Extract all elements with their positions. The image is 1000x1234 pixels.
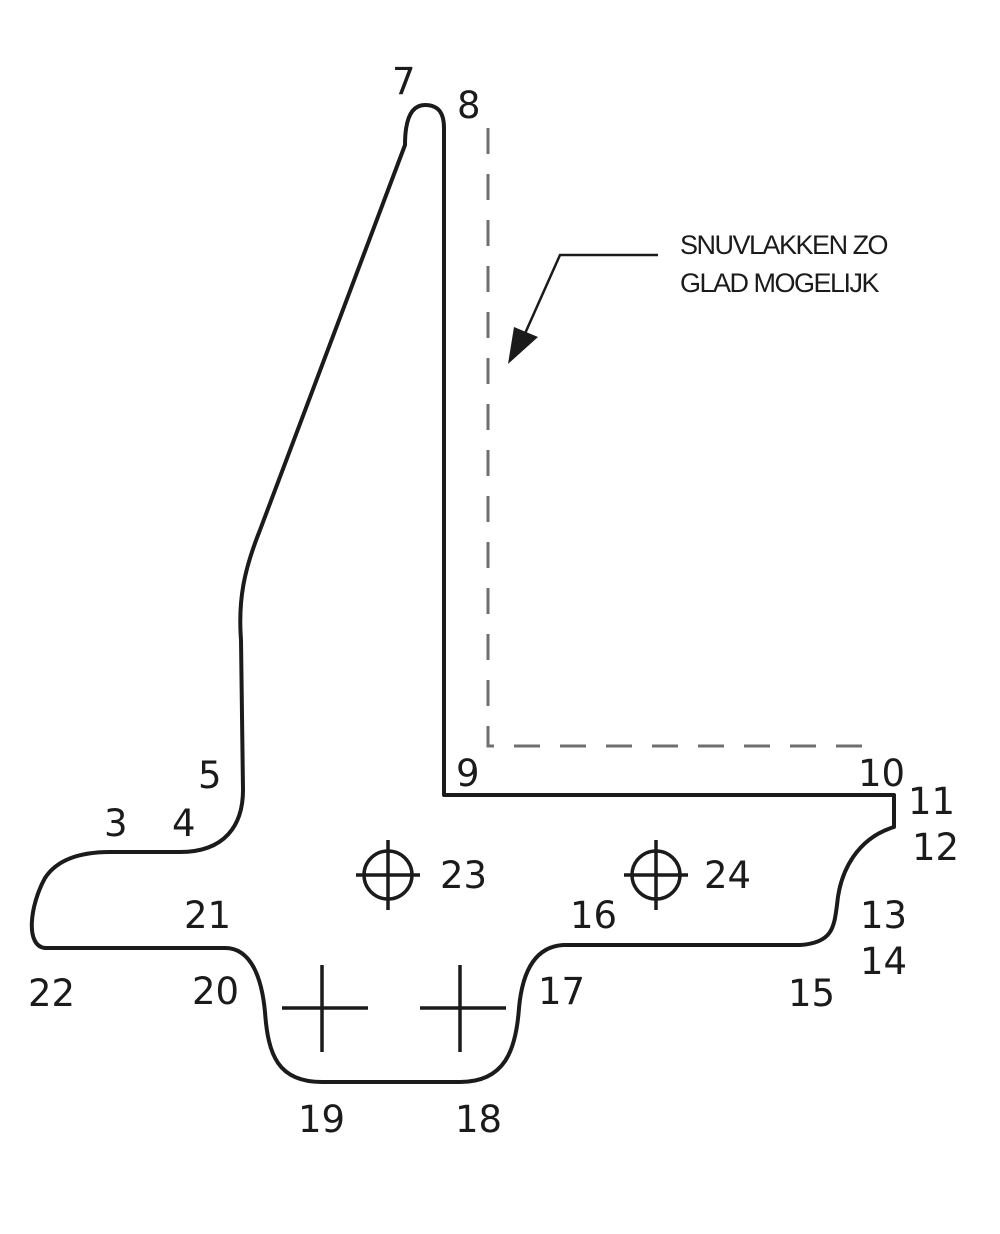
plus-marker-left [282,965,368,1052]
point-label-20: 20 [192,970,239,1013]
point-label-23: 23 [440,854,487,897]
point-label-12: 12 [912,826,959,869]
crosshair-target-23 [356,840,420,910]
point-label-22: 22 [28,972,75,1015]
crosshair-target-24 [624,840,688,910]
point-label-8: 8 [457,84,481,127]
point-label-24: 24 [704,854,751,897]
point-labels: 3 4 5 7 8 9 10 11 12 13 14 15 16 17 18 1… [28,60,959,1141]
point-label-14: 14 [860,940,907,983]
point-label-5: 5 [198,754,222,797]
point-label-9: 9 [456,752,480,795]
point-label-16: 16 [570,894,617,937]
point-label-17: 17 [538,970,585,1013]
note-line-2: GLAD MOGELIJK [680,268,880,298]
point-label-18: 18 [455,1098,502,1141]
point-label-11: 11 [908,780,955,823]
dashed-reference-line [486,128,868,748]
leader-arrow-line [521,253,658,339]
leader-arrowhead [508,327,538,364]
profile-outline [29,103,896,1084]
note-line-1: SNUVLAKKEN ZO [680,230,888,260]
point-label-4: 4 [172,802,196,845]
point-label-15: 15 [788,972,835,1015]
point-label-21: 21 [184,894,231,937]
point-label-10: 10 [858,752,905,795]
point-label-7: 7 [392,60,416,103]
leader-arrow [508,253,658,364]
point-label-3: 3 [104,802,128,845]
plus-marker-right [420,965,506,1052]
point-label-19: 19 [298,1098,345,1141]
point-label-13: 13 [860,894,907,937]
